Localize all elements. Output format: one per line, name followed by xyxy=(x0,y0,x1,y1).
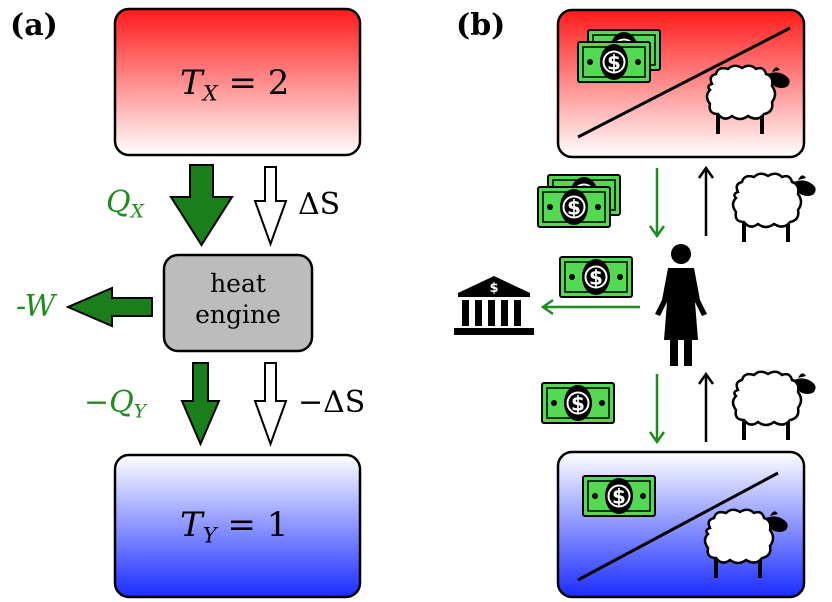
heat-engine-label: heat engine xyxy=(164,268,312,331)
heat-engine-line2: engine xyxy=(195,300,281,330)
entropy-out-arrow xyxy=(253,362,288,447)
work-arrow xyxy=(65,286,153,328)
cold-market-money-icon xyxy=(582,475,656,517)
panel-b-label: (b) xyxy=(456,8,506,43)
heat-out-label: −QY xyxy=(84,385,147,423)
bank-icon: $ xyxy=(454,276,534,335)
lower-money-icon xyxy=(541,382,615,424)
upper-sheep-icon xyxy=(731,172,817,244)
hot-market-divider xyxy=(577,26,791,139)
heat-engine-box xyxy=(162,253,314,353)
heat-engine-line1: heat xyxy=(210,269,266,298)
middle-money-icon xyxy=(559,256,633,298)
hot-temperature-label: TX = 2 xyxy=(180,63,290,106)
cold-temperature-label: TY = 1 xyxy=(180,505,289,548)
entropy-in-arrow xyxy=(253,166,288,247)
panel-a-label: (a) xyxy=(10,8,58,43)
svg-text:$: $ xyxy=(489,281,498,296)
cold-reservoir xyxy=(113,453,362,599)
hot-market-money-icon xyxy=(578,30,660,82)
heat-in-arrow xyxy=(169,164,234,247)
entropy-out-label: −ΔS xyxy=(298,385,366,420)
entropy-in-label: ΔS xyxy=(298,187,341,222)
work-label: -W xyxy=(16,289,56,324)
upper-money-icon xyxy=(538,175,620,227)
person-icon xyxy=(655,244,707,366)
hot-reservoir xyxy=(113,7,362,157)
heat-in-label: QX xyxy=(106,185,144,223)
cold-market-divider xyxy=(577,471,779,582)
heat-out-arrow xyxy=(180,362,221,447)
lower-sheep-icon xyxy=(731,370,817,442)
